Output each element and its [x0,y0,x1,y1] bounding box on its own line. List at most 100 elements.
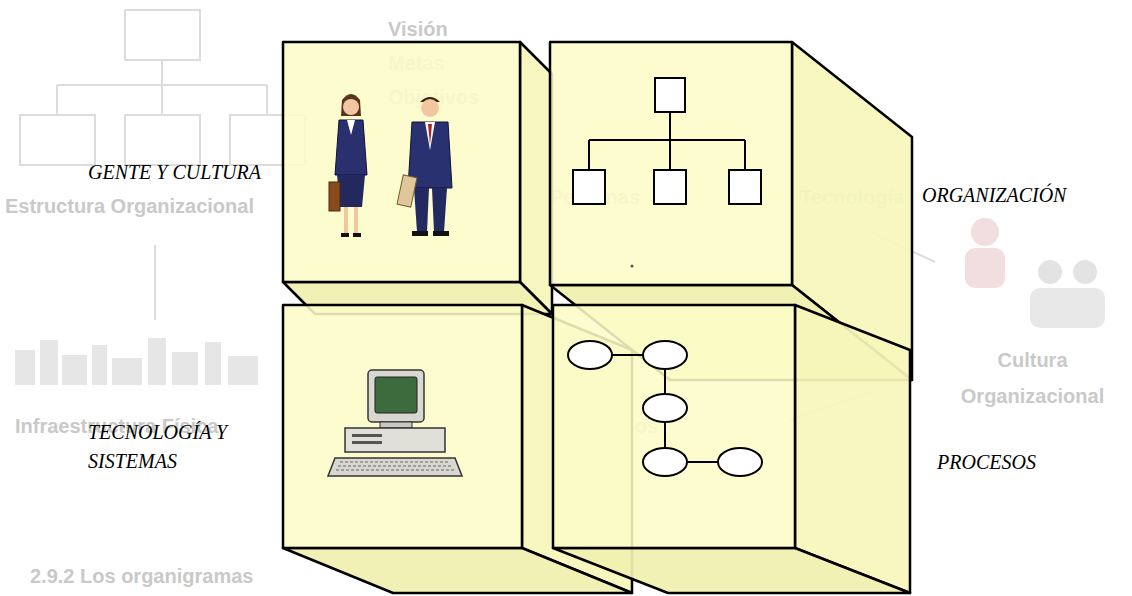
keyboard [328,458,462,476]
computer-icon [328,370,462,476]
faint-building [228,356,258,385]
dot [631,265,634,268]
faint-box [125,10,200,60]
flow-oval [643,448,687,476]
faint-building [40,340,58,385]
collar [347,120,355,135]
box-label: GENTE Y CULTURA [88,158,261,187]
watermark-text: Cultura Organizacional [935,342,1130,414]
chart-line [589,139,745,141]
leg [432,188,447,232]
faint-line [161,85,163,115]
faint-building [62,355,87,385]
chart-line [669,112,671,140]
leg [354,207,358,234]
tie [428,124,432,145]
cube-box: TECNOLOGÍA Y SISTEMAS [283,305,522,548]
leg [414,188,429,232]
folder [397,175,417,207]
cube-faces [283,305,522,548]
drive-slot [352,434,382,437]
cube-front-face [553,305,795,548]
faint-building [92,345,107,385]
cube-box: PROCESOS [553,305,795,548]
box-label: ORGANIZACIÓN [922,181,1066,210]
chart-line [588,140,590,170]
flow-oval [643,341,687,369]
skirt [337,175,365,207]
box-label: PROCESOS [937,448,1036,477]
chart-box [729,170,761,204]
faint-skyline [15,338,258,385]
faint-building [172,352,198,385]
process-flow-icon [568,341,762,476]
system-unit [345,428,445,452]
cube-front-face [550,42,792,285]
shoe [353,233,361,237]
chart-line [744,140,746,170]
jacket [408,122,452,188]
faint-building [148,338,166,385]
cube-faces [550,42,792,285]
cube-box: GENTE Y CULTURA [283,42,520,282]
faint-box [20,115,95,165]
flow-line [687,461,718,463]
keyboard-keys [336,462,454,470]
flow-oval [643,394,687,422]
flow-line [612,354,643,356]
woman-figure [329,94,367,237]
head [421,99,439,117]
cube-front-face [283,305,522,548]
flow-oval [568,341,612,369]
faint-head [1073,260,1097,284]
chart-line [669,140,671,170]
faint-building [205,342,221,385]
cube-side-face [795,305,910,593]
watermark-text: Estructura Organizacional [5,195,254,218]
chart-box [654,170,686,204]
shirt [425,122,435,150]
box-label: TECNOLOGÍA Y SISTEMAS [88,418,268,476]
cube-side-face [520,42,552,314]
screen [375,377,417,413]
faint-line [56,85,58,115]
faint-building [15,350,35,385]
hair [341,94,361,116]
man-figure [397,97,452,236]
leg [344,207,348,234]
faint-arrow [154,245,156,320]
flow-oval [718,448,762,476]
cube-box: ORGANIZACIÓN [550,42,792,285]
shoe [341,233,349,237]
chart-box [655,78,685,112]
monitor [368,370,424,422]
faint-line [161,60,163,85]
jacket [335,120,367,175]
faint-head [1038,260,1062,284]
head [343,99,359,115]
briefcase [329,182,340,211]
faint-people [965,218,1105,328]
flow-line [664,369,666,394]
faint-line [266,85,268,115]
faint-box [125,115,200,165]
chart-box [573,170,605,204]
flow-line [664,422,666,448]
hair [420,97,440,102]
shoe [412,231,428,236]
watermark-text: 2.9.2 Los organigramas [30,565,253,588]
drive-slot [352,441,382,444]
org-chart-icon [573,78,761,204]
cube-faces [553,305,795,548]
cube-bottom-face [553,548,910,593]
cube-faces [283,42,520,282]
faint-body [1030,288,1105,328]
faint-body [965,248,1005,288]
monitor-stand [380,422,412,428]
faint-building [112,358,142,385]
shoe [433,231,449,236]
cube-front-face [283,42,520,282]
faint-head [971,218,999,246]
